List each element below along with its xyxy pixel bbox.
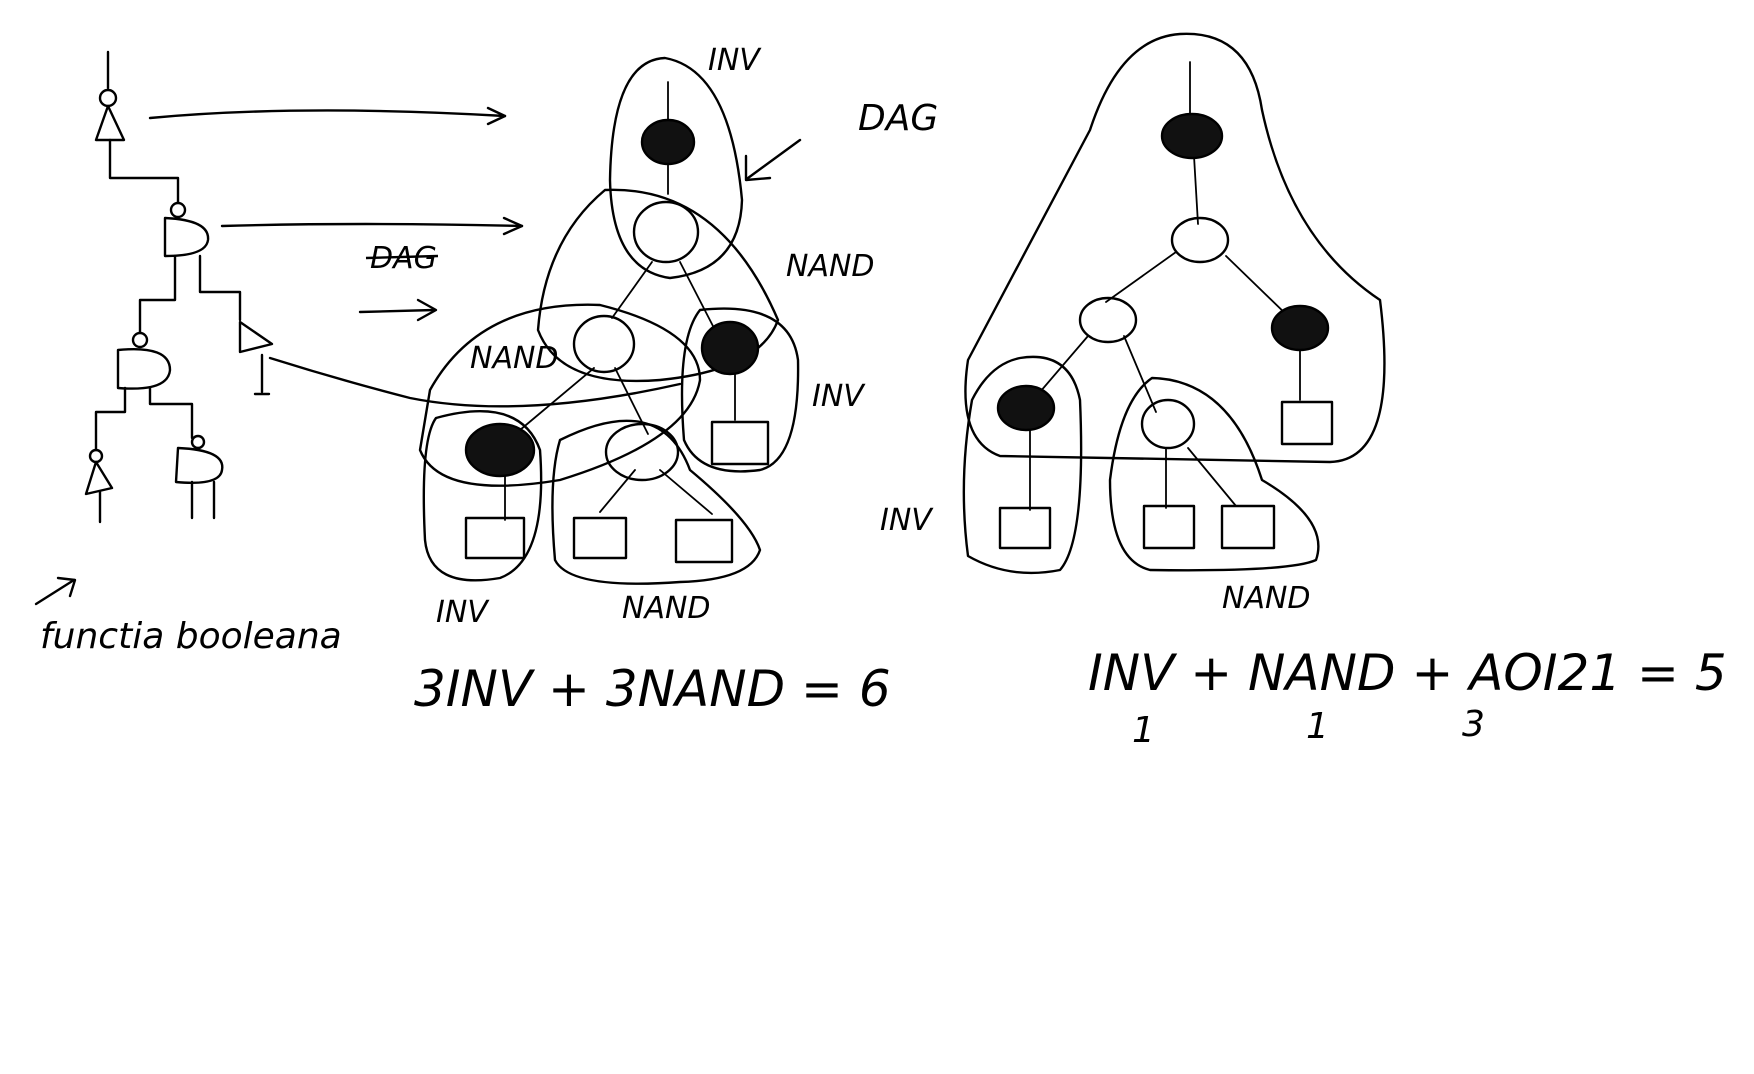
dag2-node-nand-inner	[1078, 296, 1138, 344]
leaf2-input-1	[998, 506, 1052, 550]
dag-node-inv-left	[464, 422, 536, 478]
leaf-input-1	[464, 516, 526, 560]
leaf-input-2	[572, 516, 628, 560]
equation-left: 3INV + 3NAND = 6	[414, 660, 891, 718]
label-nand-inner: NAND	[470, 341, 559, 376]
dag-tree-covering-1: INV DAG NAND NAND INV INV NAND 3INV + 3N…	[414, 43, 938, 718]
dag-node-nand-bottom	[604, 422, 680, 482]
equation-right: INV + NAND + AOI21 = 5	[1088, 644, 1727, 702]
dag-node-nand-inner	[572, 314, 636, 374]
dag2-node-inv-top	[1160, 112, 1224, 160]
leaf2-input-3	[1220, 504, 1276, 550]
label-inv-right: INV	[812, 379, 866, 414]
label-dag: DAG	[858, 98, 938, 139]
label2-inv: INV	[880, 503, 934, 538]
dag-node-nand-root	[632, 200, 700, 264]
label-nand-mid: NAND	[786, 249, 875, 284]
leaf2-input-2	[1142, 504, 1196, 550]
cost-nand: 1	[1306, 706, 1329, 747]
dag-arrow-label: DAG	[358, 241, 439, 322]
leaf-input-3	[674, 518, 734, 564]
label2-nand: NAND	[1222, 581, 1311, 616]
boolean-circuit-sketch	[84, 50, 274, 524]
dag2-node-nand-root	[1170, 216, 1230, 264]
label-nand-bottom: NAND	[622, 591, 711, 626]
dag-tree-covering-2: INV NAND INV + NAND + AOI21 = 5 1 1 3	[880, 32, 1727, 751]
dag2-node-inv-right	[1270, 304, 1330, 352]
functia-booleana-text: functia booleana	[40, 616, 342, 657]
cost-aoi21: 3	[1462, 704, 1485, 745]
leaf-input-4	[710, 420, 770, 466]
dag-node-inv-top	[640, 118, 696, 166]
dag2-node-nand-bottom	[1140, 398, 1196, 450]
dag2-node-inv-left	[996, 384, 1056, 432]
label-inv-top: INV	[708, 43, 762, 78]
leaf2-input-4	[1280, 400, 1334, 446]
label-inv-bottom: INV	[436, 595, 490, 630]
mapping-arrows	[148, 106, 682, 408]
dag-node-inv-right	[700, 320, 760, 376]
cost-inv: 1	[1132, 710, 1155, 751]
boolean-function-label: functia booleana	[34, 576, 342, 657]
